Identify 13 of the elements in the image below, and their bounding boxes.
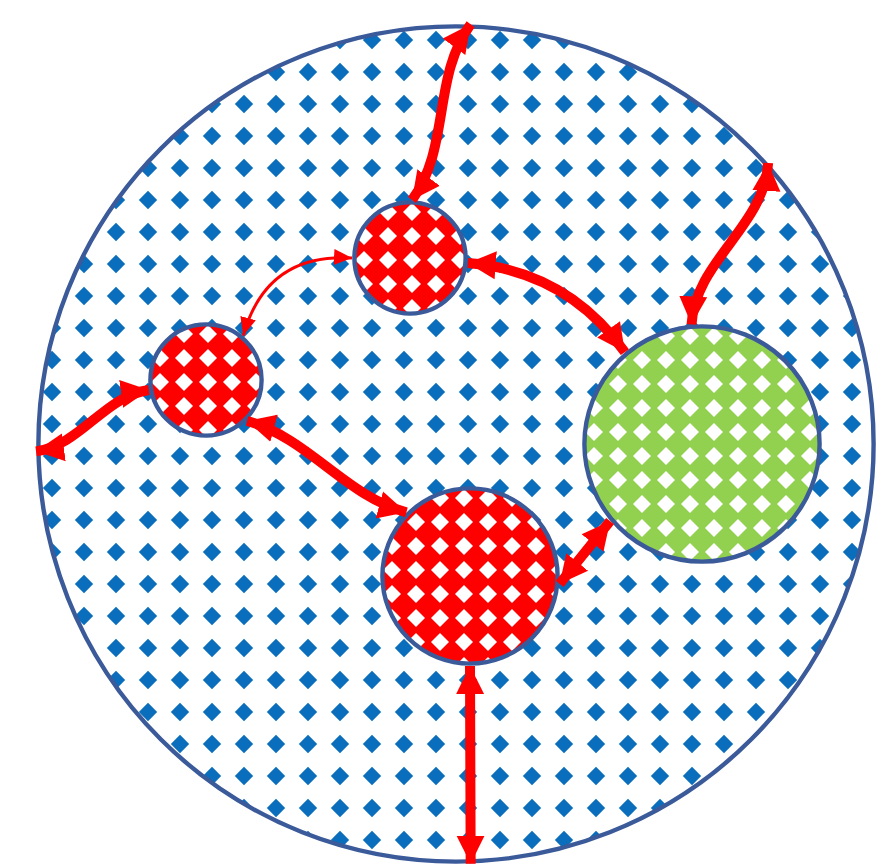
- double-arrow: [456, 666, 485, 864]
- inner-circle: [582, 324, 822, 564]
- double-arrow: [34, 382, 150, 459]
- inner-circle: [352, 200, 468, 316]
- double-arrow: [241, 249, 353, 337]
- double-arrow: [467, 252, 629, 356]
- inner-circle: [380, 486, 560, 666]
- double-arrow: [245, 416, 408, 518]
- inner-circle: [148, 322, 264, 438]
- double-arrow: [681, 162, 778, 326]
- outer-circle: [36, 24, 876, 864]
- double-arrow: [407, 21, 475, 203]
- double-arrow: [555, 518, 614, 587]
